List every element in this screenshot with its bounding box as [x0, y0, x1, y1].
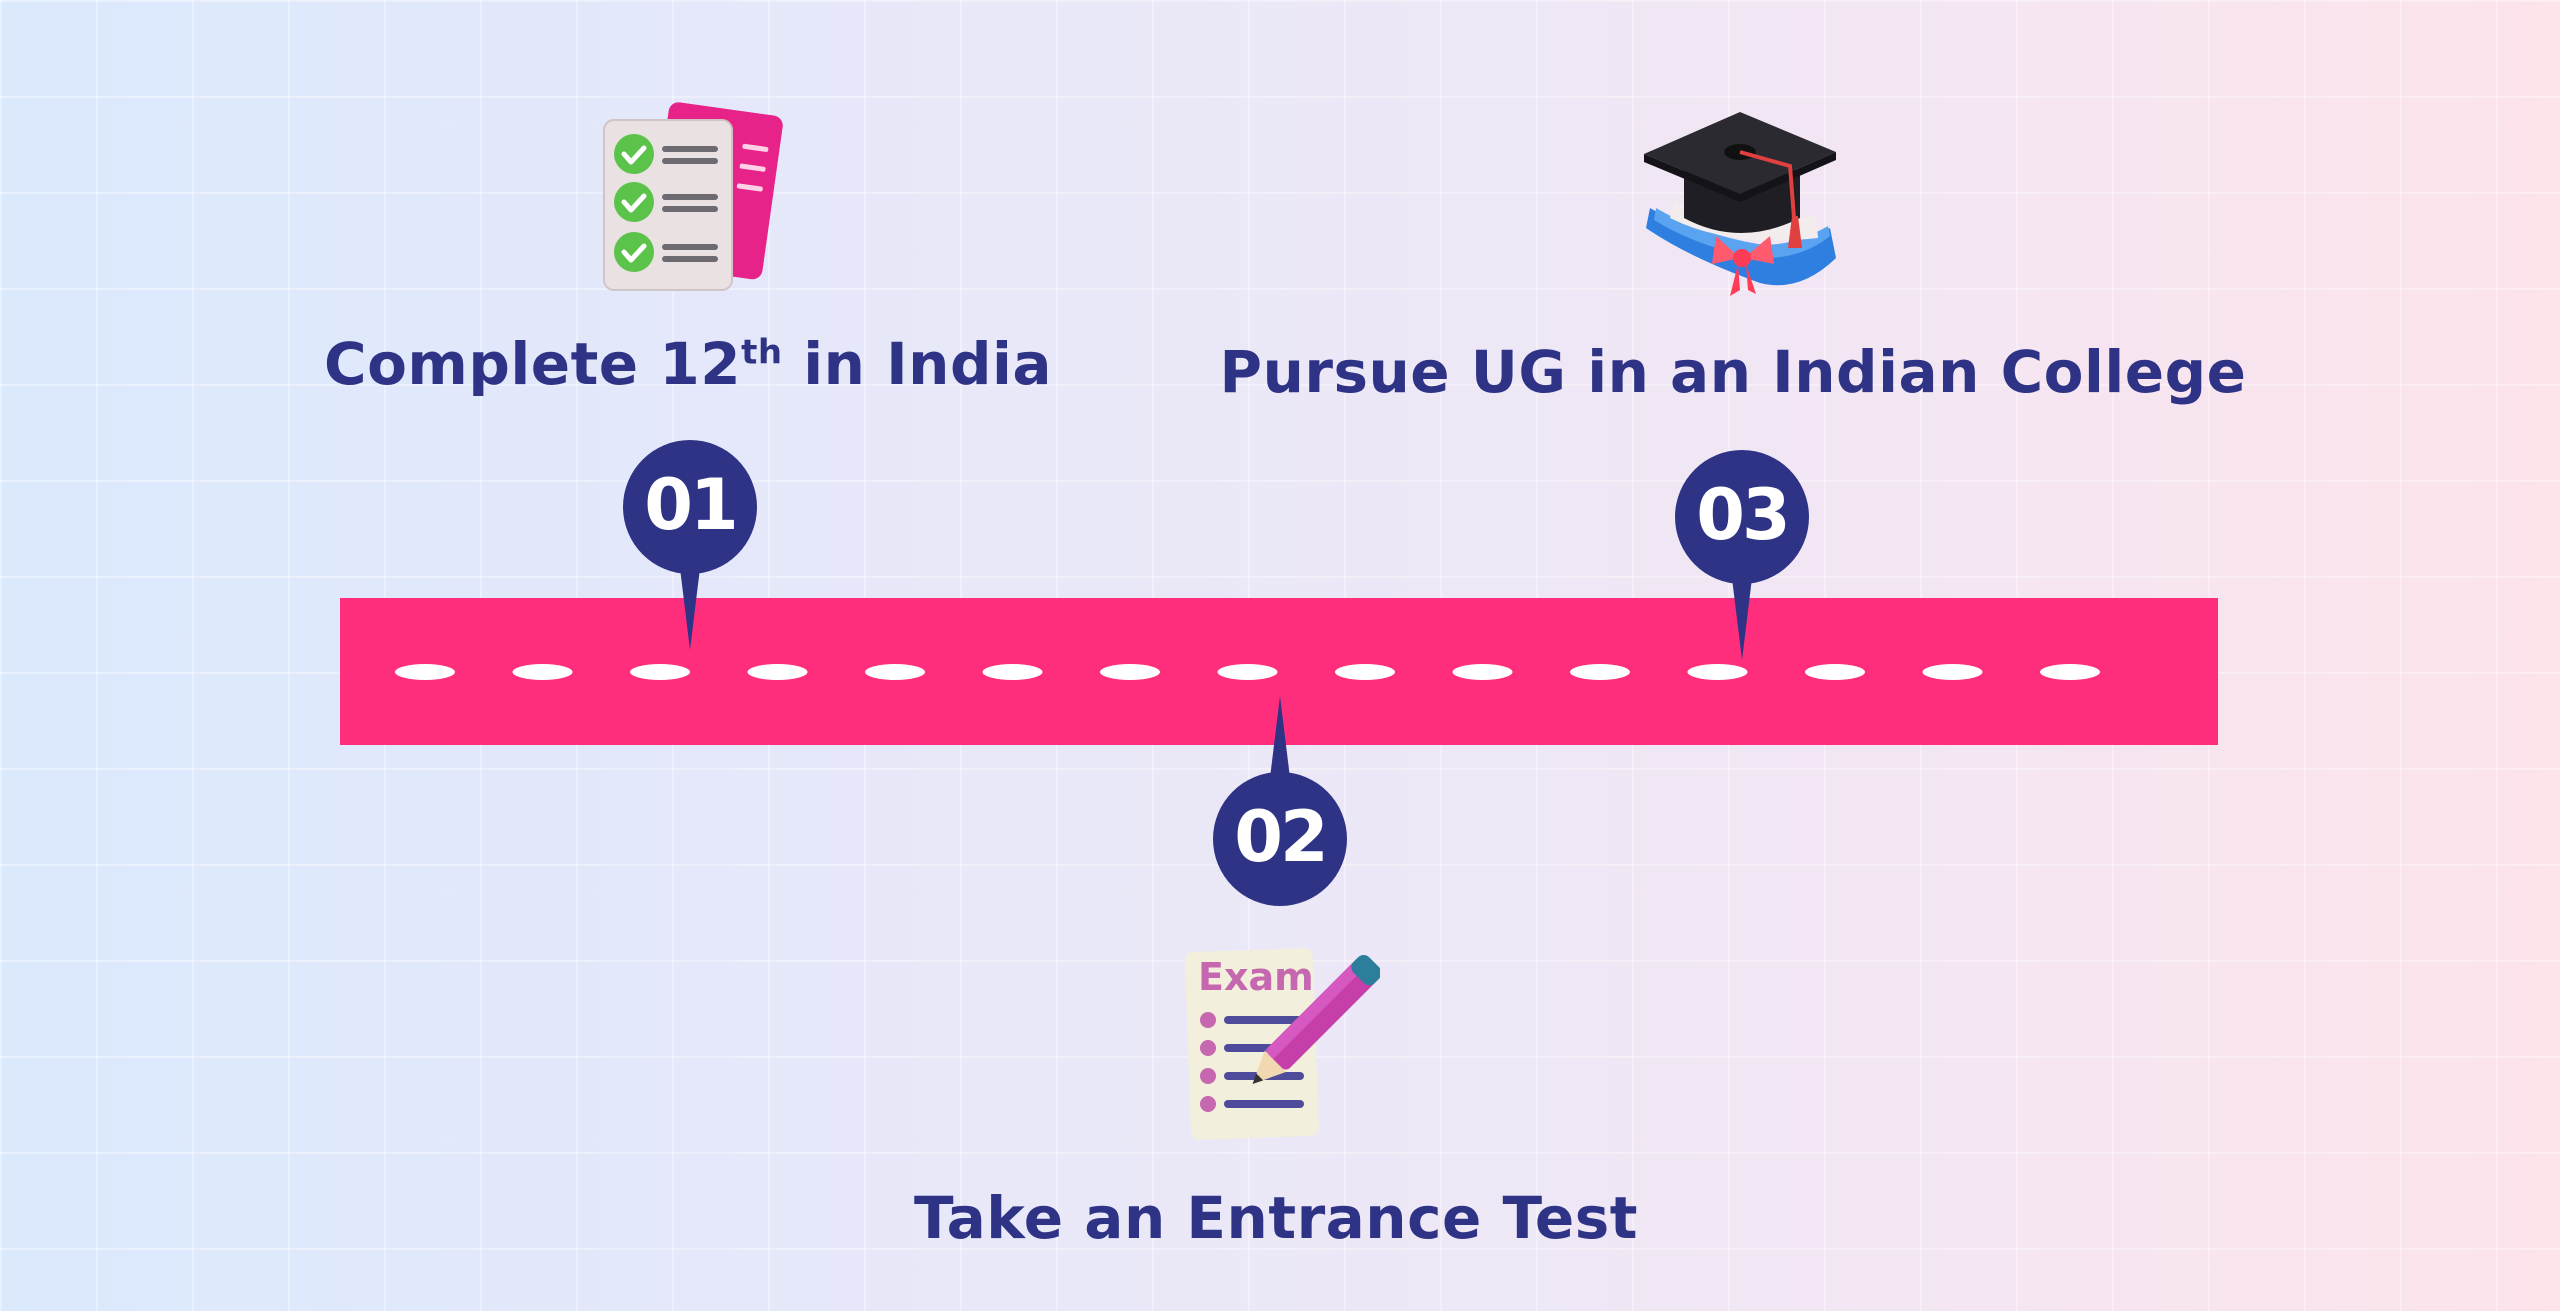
road-dash: [982, 664, 1043, 680]
step-3-pin: 03: [1675, 450, 1809, 660]
step-1-number: 01: [644, 464, 738, 546]
step-1-title: Complete 12th in India: [324, 330, 1052, 398]
step-3-title: Pursue UG in an Indian College: [1219, 338, 2247, 406]
step-2-pin: 02: [1213, 696, 1347, 906]
road-dashes: [395, 664, 2100, 680]
road-dash: [1687, 664, 1748, 680]
road-dash: [865, 664, 925, 680]
step-2-number: 02: [1234, 796, 1328, 878]
road-dash: [2040, 664, 2100, 680]
road-dash: [1570, 664, 1630, 680]
step-1-pin: 01: [623, 440, 757, 650]
exam-label: Exam: [1198, 955, 1314, 999]
road-dash: [512, 664, 573, 680]
road-dash: [747, 664, 808, 680]
exam-pencil-icon: Exam: [1180, 948, 1382, 1150]
checklist-icon: [598, 102, 783, 298]
road-dash: [1922, 664, 1983, 680]
step-2-title: Take an Entrance Test: [914, 1184, 1638, 1252]
step-3-number: 03: [1696, 474, 1790, 556]
road-dash: [1335, 664, 1395, 680]
graduation-cap-icon: [1640, 108, 1840, 308]
road-dash: [630, 664, 690, 680]
road-dash: [1100, 664, 1160, 680]
road-dash: [395, 664, 455, 680]
road-dash: [1452, 664, 1513, 680]
road-dash: [1805, 664, 1865, 680]
road-dash: [1217, 664, 1278, 680]
